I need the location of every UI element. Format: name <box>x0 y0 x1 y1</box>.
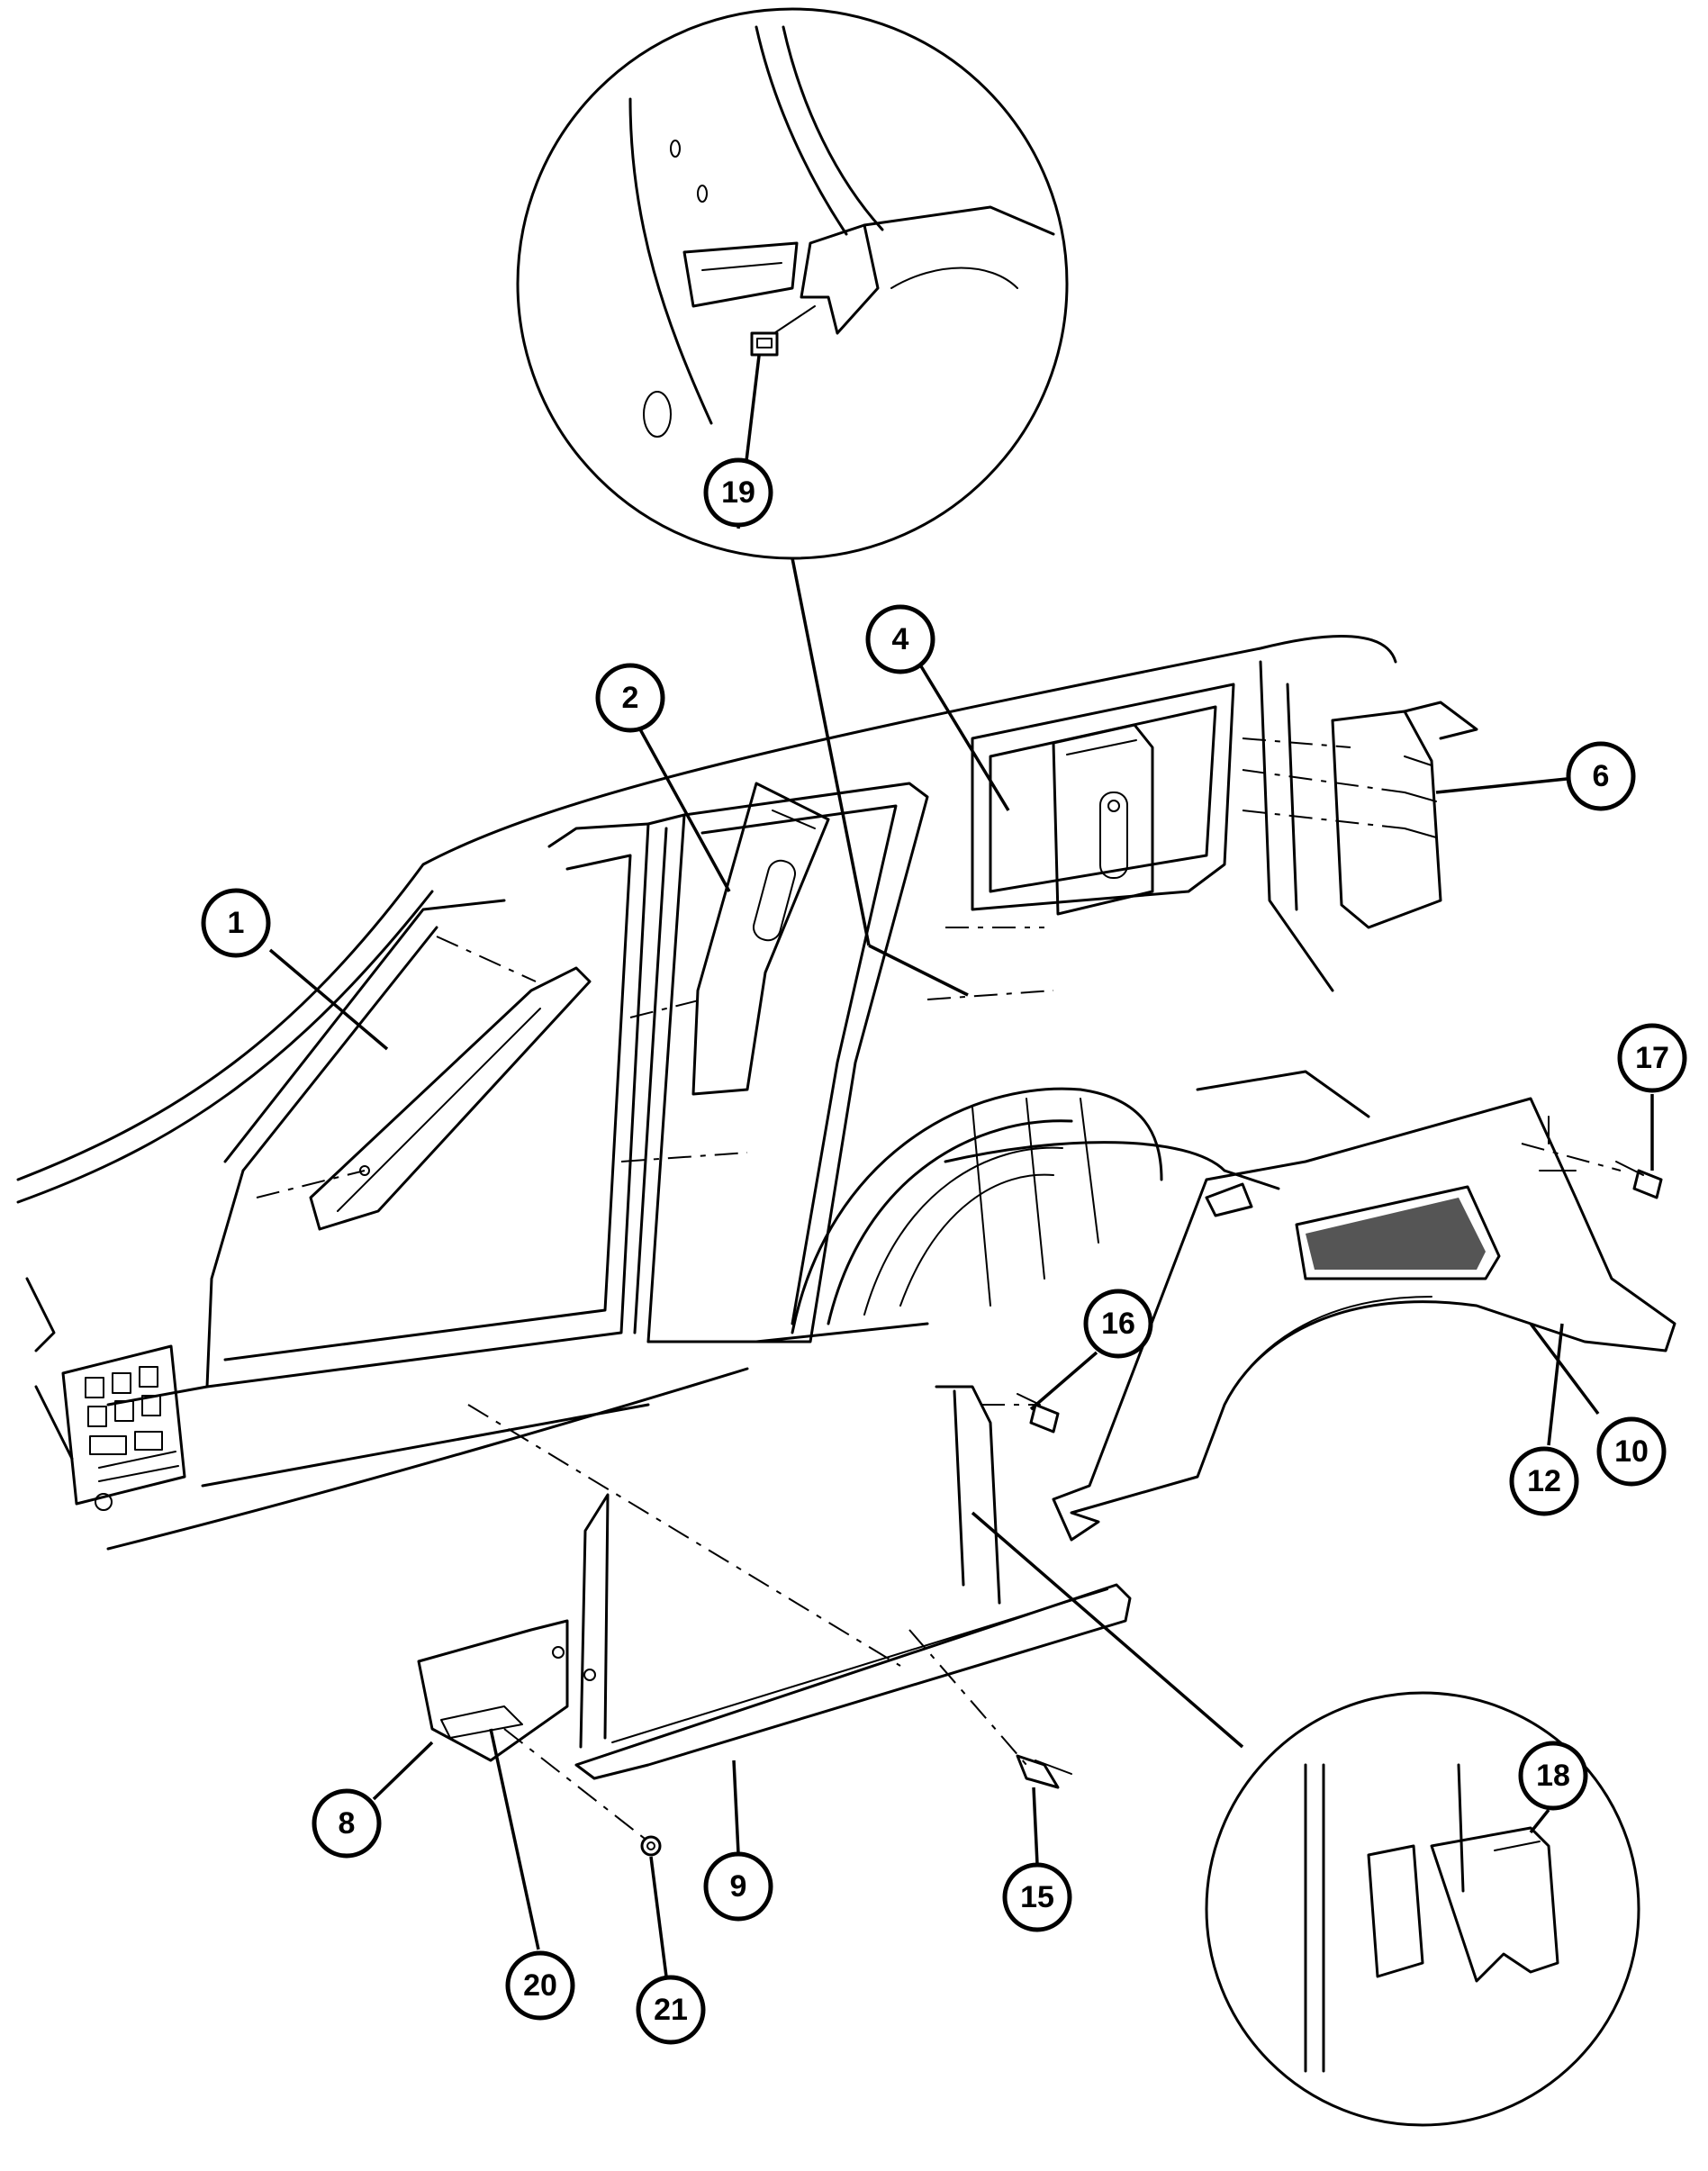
callout-10: 10 <box>1596 1416 1667 1487</box>
screw-17 <box>1615 1161 1663 1199</box>
callout-label: 20 <box>523 1968 557 2003</box>
callout-8: 8 <box>312 1788 382 1859</box>
callout-4: 4 <box>865 604 935 674</box>
clip-21 <box>640 1835 662 1857</box>
rear-wheel-housing <box>791 1087 1163 1334</box>
callout-label: 10 <box>1614 1434 1649 1469</box>
detail-view-19 <box>516 7 1069 560</box>
screw-15 <box>1016 1754 1072 1789</box>
callout-label: 8 <box>339 1806 356 1841</box>
callout-label: 2 <box>622 681 639 715</box>
screw-16 <box>1017 1393 1060 1434</box>
callout-16: 16 <box>1083 1289 1153 1359</box>
vehicle-body-shell <box>16 634 1397 1551</box>
b-pillar-upper-trim <box>691 782 830 1096</box>
callout-9: 9 <box>703 1851 773 1922</box>
callout-label: 18 <box>1536 1759 1570 1793</box>
scuff-plate <box>574 1385 1132 1780</box>
callout-15: 15 <box>1002 1862 1072 1932</box>
callout-label: 12 <box>1527 1464 1561 1498</box>
assembly-dashed-lines <box>256 737 1622 1842</box>
callout-label: 15 <box>1020 1880 1054 1914</box>
cowl-side-trim <box>417 1619 569 1762</box>
callout-6: 6 <box>1566 741 1636 811</box>
callout-label: 6 <box>1593 759 1610 793</box>
callout-label: 19 <box>721 475 755 510</box>
fasteners <box>640 1161 1663 1857</box>
d-pillar-trim <box>1331 701 1478 929</box>
detail-view-18 <box>1205 1691 1640 2127</box>
callout-18: 18 <box>1518 1741 1588 1811</box>
callout-21: 21 <box>636 1975 706 2045</box>
leader-lines <box>268 355 1654 1977</box>
callout-label: 21 <box>654 1993 688 2027</box>
windshield-pillar-trim <box>309 966 592 1231</box>
fuse-panel <box>61 1344 186 1511</box>
callout-label: 17 <box>1635 1041 1669 1075</box>
callout-label: 16 <box>1101 1307 1135 1341</box>
callout-12: 12 <box>1509 1446 1579 1516</box>
callout-20: 20 <box>505 1950 575 2021</box>
callout-1: 1 <box>201 888 271 958</box>
quarter-trim-panel <box>1052 1097 1676 1542</box>
callout-17: 17 <box>1617 1023 1687 1093</box>
callout-2: 2 <box>595 663 665 733</box>
callout-label: 9 <box>730 1869 747 1904</box>
callout-label: 1 <box>228 906 245 940</box>
c-pillar-trim <box>1052 723 1154 916</box>
callout-19: 19 <box>703 457 773 528</box>
callout-label: 4 <box>892 622 909 656</box>
